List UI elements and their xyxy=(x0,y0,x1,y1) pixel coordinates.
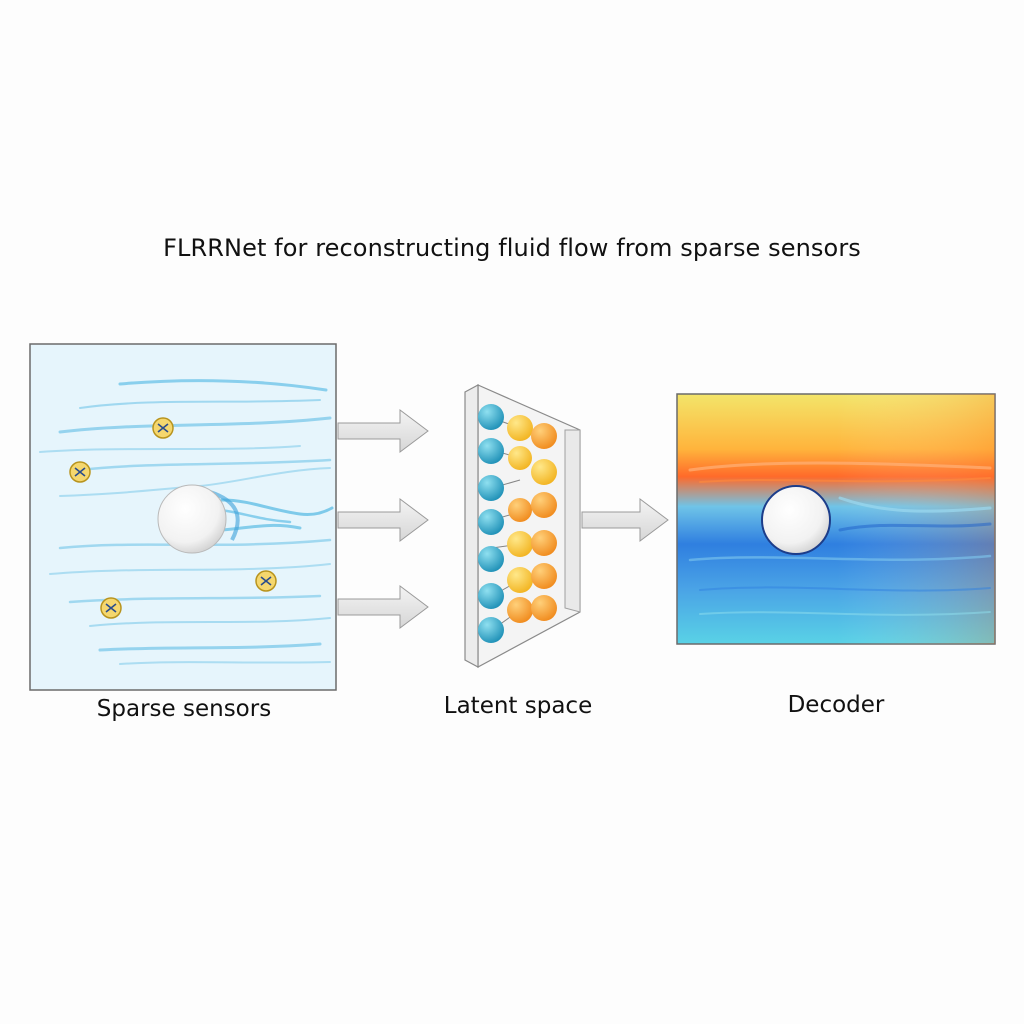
latent-node xyxy=(507,597,533,623)
sensor-panel xyxy=(29,343,337,691)
sensor-icon xyxy=(100,597,122,619)
arrow-right-icon xyxy=(337,409,429,453)
latent-node xyxy=(508,446,532,470)
arrow-right-icon xyxy=(581,498,669,542)
latent-node xyxy=(478,475,504,501)
arrow-right-icon xyxy=(337,498,429,542)
cylinder-obstacle xyxy=(761,485,831,555)
latent-node xyxy=(531,530,557,556)
latent-node xyxy=(478,509,504,535)
latent-node xyxy=(531,459,557,485)
sensor-icon xyxy=(69,461,91,483)
latent-space-block xyxy=(464,383,581,669)
arrow-right-icon xyxy=(337,585,429,629)
decoder-label: Decoder xyxy=(787,692,885,718)
diagram-title: FLRRNet for reconstructing fluid flow fr… xyxy=(163,234,861,262)
latent-node xyxy=(478,583,504,609)
latent-prism-edge xyxy=(464,383,479,669)
latent-node xyxy=(507,567,533,593)
latent-node xyxy=(478,546,504,572)
latent-node xyxy=(507,531,533,557)
latent-node xyxy=(531,563,557,589)
decoder-streaks xyxy=(688,461,992,616)
latent-node xyxy=(478,617,504,643)
latent-node xyxy=(478,438,504,464)
latent-node xyxy=(508,498,532,522)
latent-node xyxy=(531,492,557,518)
latent-label: Latent space xyxy=(443,693,593,719)
latent-connections xyxy=(491,417,521,631)
latent-node xyxy=(531,595,557,621)
field-overlay xyxy=(677,394,995,644)
cylinder-obstacle xyxy=(157,484,227,554)
latent-node xyxy=(507,415,533,441)
sensor-icon xyxy=(255,570,277,592)
latent-nodes xyxy=(478,404,557,643)
latent-node xyxy=(478,404,504,430)
decoder-panel xyxy=(676,393,996,645)
latent-prism-back xyxy=(564,429,581,613)
latent-node xyxy=(531,423,557,449)
wake-shadow xyxy=(209,490,240,541)
sensors-label: Sparse sensors xyxy=(96,696,272,722)
sensor-icon xyxy=(152,417,174,439)
